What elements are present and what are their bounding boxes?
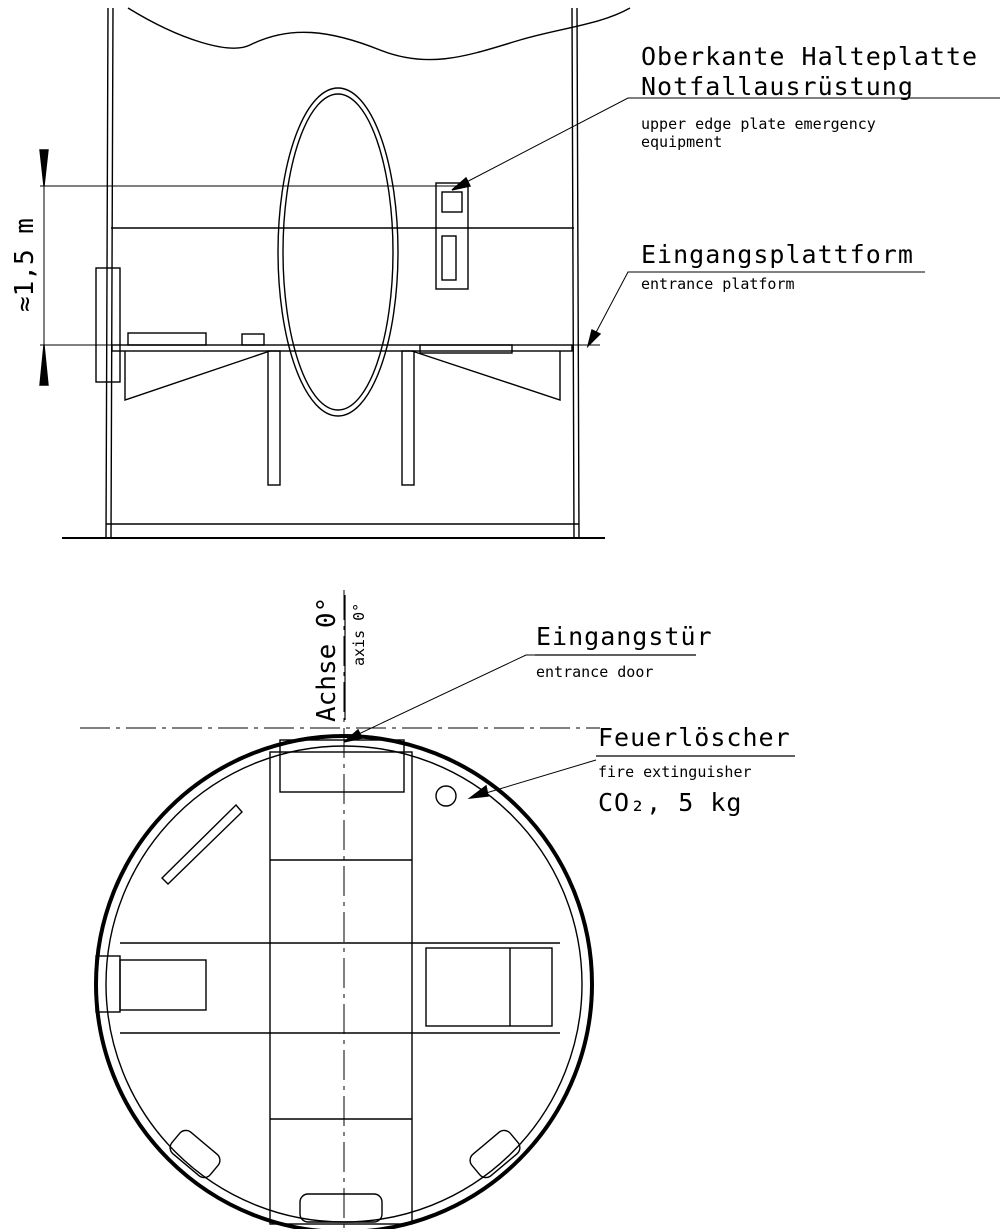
plate-title-line2: Notfallausrüstung: [641, 72, 914, 101]
walkway: [269, 751, 413, 1225]
platform-support-left: [267, 350, 281, 486]
extinguisher-sub: fire extinguisher: [598, 763, 752, 781]
break-line: [127, 7, 631, 61]
dimension-label: ≈1,5 m: [10, 218, 40, 312]
side-view: [39, 7, 1000, 539]
plate-leader: [454, 97, 1000, 189]
door-ellipse-inner: [282, 93, 394, 411]
platform-left-bracket: [124, 350, 271, 401]
platform-deck: [111, 344, 573, 352]
plate-sub-line1: upper edge plate emergency: [641, 115, 876, 133]
foothold-left: [169, 1129, 221, 1179]
door-leader-arrow: [343, 728, 364, 743]
extinguisher-spec: CO₂, 5 kg: [598, 788, 743, 817]
extinguisher-leader: [475, 759, 597, 797]
left-module: [119, 959, 207, 1011]
tower-right-wall: [571, 7, 580, 539]
foothold-right: [469, 1129, 521, 1179]
emergency-plate-box: [441, 191, 463, 213]
plate-sub-line2: equipment: [641, 133, 723, 151]
extinguisher-leader-arrow: [467, 784, 489, 799]
platform-support-right: [401, 350, 415, 486]
emergency-plate: [435, 182, 469, 290]
platform-leader: [591, 271, 925, 341]
platform-leader-arrow: [586, 328, 602, 349]
dimension-arrow-top: [39, 149, 49, 187]
platform-box-small: [241, 333, 265, 346]
tower-left-wall: [105, 7, 114, 539]
diagonal-slot: [161, 803, 243, 885]
right-module: [425, 947, 553, 1027]
axis-title: Achse 0°: [312, 596, 342, 722]
foothold-bottom: [299, 1193, 383, 1223]
door-title: Eingangstür: [536, 622, 713, 651]
platform-right-bracket: [411, 350, 561, 401]
platform-rail-right: [419, 344, 513, 354]
platform-sub: entrance platform: [641, 275, 795, 293]
dimension-arrow-bottom: [39, 344, 49, 386]
plate-leader-arrow: [451, 176, 472, 191]
platform-title: Eingangsplattform: [641, 240, 914, 269]
door-sub: entrance door: [536, 663, 654, 681]
left-module-frame: [95, 955, 121, 1013]
wall-cabinet: [95, 267, 121, 383]
plate-title-line1: Oberkante Halteplatte: [641, 42, 979, 71]
entrance-door: [279, 739, 405, 793]
door-ellipse-outer: [277, 87, 399, 417]
fire-extinguisher-mark: [435, 785, 457, 807]
platform-box-left: [127, 332, 207, 346]
emergency-plate-extinguisher: [441, 235, 457, 281]
extinguisher-title: Feuerlöscher: [598, 723, 791, 752]
plan-view: [80, 590, 795, 1229]
axis-sub: axis 0°: [350, 602, 368, 666]
